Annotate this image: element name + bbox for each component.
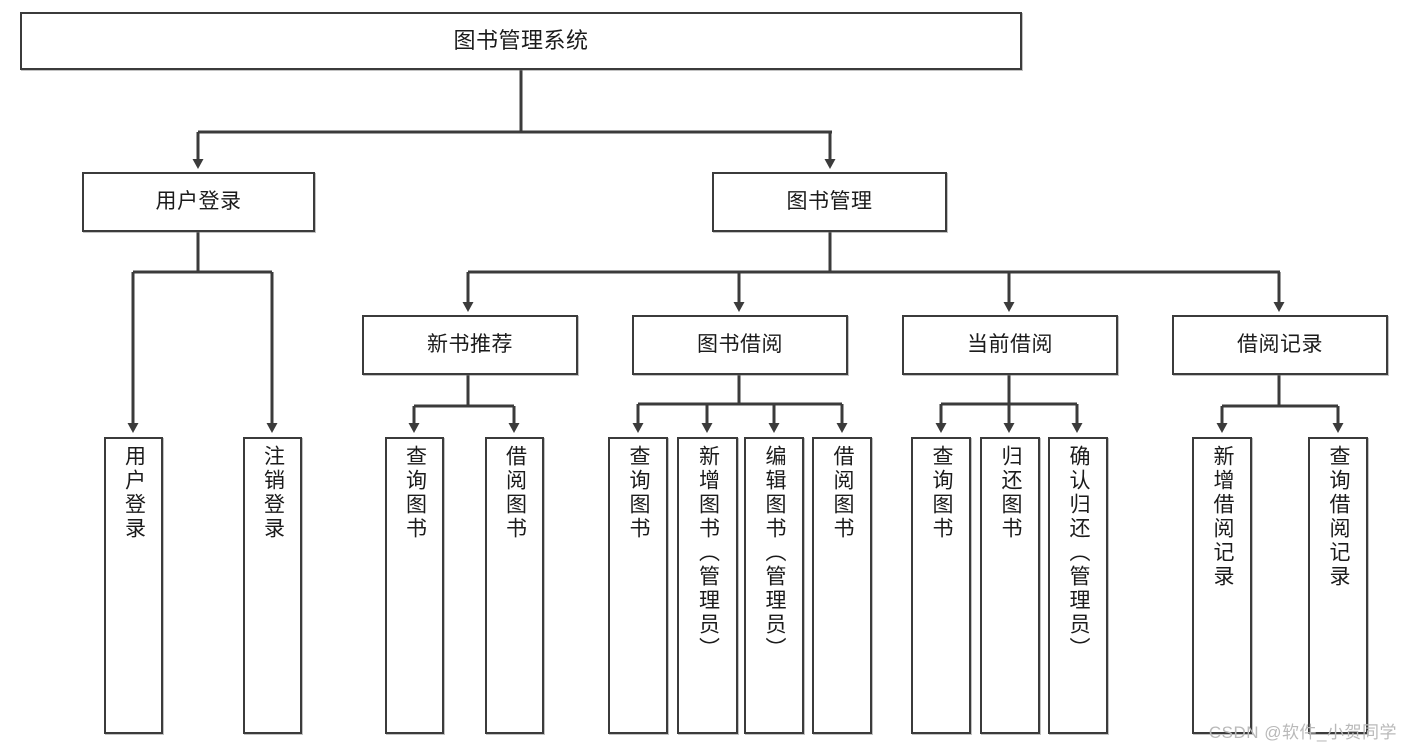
node-leaf-query-record-label: 查询借阅记录 [1327,445,1351,589]
node-new-book-recommend[interactable]: 新书推荐 [362,315,578,375]
node-leaf-query-record[interactable]: 查询借阅记录 [1308,437,1368,734]
node-leaf-confirm-return[interactable]: 确认归还（管理员） [1048,437,1108,734]
node-leaf-user-login[interactable]: 用户登录 [104,437,163,734]
node-borrow-record[interactable]: 借阅记录 [1172,315,1388,375]
node-leaf-query-book-3-label: 查询图书 [930,445,954,541]
node-leaf-borrow-book-2-label: 借阅图书 [831,445,855,541]
node-leaf-add-book[interactable]: 新增图书（管理员） [677,437,738,734]
node-leaf-borrow-book-1[interactable]: 借阅图书 [485,437,544,734]
node-leaf-logout-label: 注销登录 [261,445,285,541]
node-book-borrow[interactable]: 图书借阅 [632,315,848,375]
node-user-login[interactable]: 用户登录 [82,172,315,232]
node-leaf-borrow-book-1-label: 借阅图书 [503,445,527,541]
node-leaf-add-book-label: 新增图书（管理员） [696,445,720,661]
node-book-borrow-label: 图书借阅 [697,333,783,357]
node-new-book-recommend-label: 新书推荐 [427,333,513,357]
node-leaf-query-book-2-label: 查询图书 [627,445,651,541]
node-book-manage-label: 图书管理 [786,190,873,214]
node-root[interactable]: 图书管理系统 [20,12,1022,70]
node-leaf-logout[interactable]: 注销登录 [243,437,302,734]
node-leaf-query-book-2[interactable]: 查询图书 [608,437,668,734]
node-borrow-record-label: 借阅记录 [1237,333,1323,357]
node-root-label: 图书管理系统 [453,27,589,53]
node-leaf-query-book-1-label: 查询图书 [403,445,427,541]
node-leaf-borrow-book-2[interactable]: 借阅图书 [812,437,872,734]
node-leaf-return-book[interactable]: 归还图书 [980,437,1040,734]
node-leaf-add-record-label: 新增借阅记录 [1211,445,1235,589]
node-leaf-query-book-1[interactable]: 查询图书 [385,437,444,734]
node-leaf-add-record[interactable]: 新增借阅记录 [1192,437,1252,734]
node-leaf-query-book-3[interactable]: 查询图书 [911,437,971,734]
node-leaf-edit-book[interactable]: 编辑图书（管理员） [744,437,804,734]
node-leaf-confirm-return-label: 确认归还（管理员） [1067,445,1091,661]
node-leaf-return-book-label: 归还图书 [999,445,1023,541]
csdn-watermark: CSDN @软件_小贺同学 [1208,723,1397,742]
node-leaf-user-login-label: 用户登录 [122,445,146,541]
node-book-manage[interactable]: 图书管理 [712,172,947,232]
node-user-login-label: 用户登录 [155,190,242,214]
node-current-borrow[interactable]: 当前借阅 [902,315,1118,375]
node-current-borrow-label: 当前借阅 [967,333,1053,357]
node-leaf-edit-book-label: 编辑图书（管理员） [763,445,787,661]
